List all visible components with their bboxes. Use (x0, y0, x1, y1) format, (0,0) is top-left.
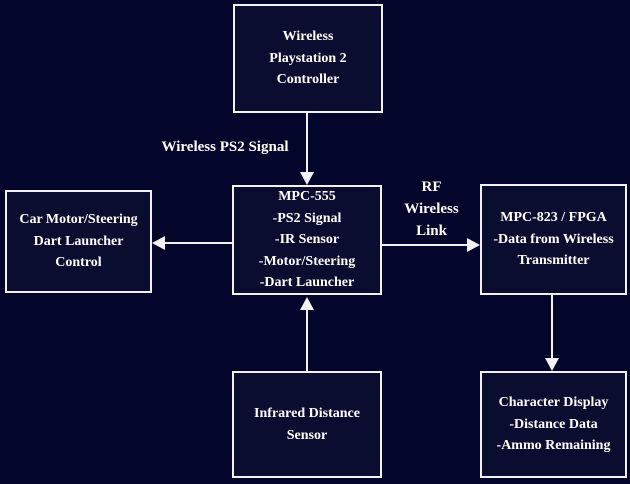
arrowhead-down-icon (300, 172, 314, 185)
arrowhead-left-icon (152, 236, 165, 250)
block-text-line: Wireless (282, 29, 334, 45)
block-text-line: Sensor (286, 427, 328, 443)
arrow-line-mpc555-to-mpc823 (381, 244, 468, 246)
edge-label-wireless-ps2-signal: Wireless PS2 Signal (161, 139, 289, 155)
arrow-line-controller-to-mpc555 (306, 113, 308, 173)
block-text-line: Transmitter (517, 253, 590, 269)
block-text-line: Controller (276, 72, 340, 88)
block-text-line: -Distance Data (509, 416, 598, 432)
arrow-line-mpc823-to-display (551, 295, 553, 358)
block-text-line: -PS2 Signal (272, 210, 342, 226)
block-infrared-distance-sensor: Infrared Distance Sensor (232, 371, 382, 478)
block-text-line: -Dart Launcher (259, 275, 355, 291)
block-mpc823-fpga: MPC-823 / FPGA -Data from Wireless Trans… (480, 184, 627, 295)
block-text-line: Infrared Distance (254, 406, 360, 421)
arrow-line-ir-sensor-to-mpc555 (306, 310, 308, 371)
edge-label-line: RF (421, 179, 442, 195)
block-text-line: Playstation 2 (269, 50, 347, 66)
block-text-line: Control (55, 255, 102, 271)
block-mpc555: MPC-555 -PS2 Signal -IR Sensor -Motor/St… (232, 185, 382, 295)
block-car-motor-steering-control: Car Motor/Steering Dart Launcher Control (5, 190, 152, 293)
block-text-line: -IR Sensor (274, 232, 340, 248)
block-text-line: Dart Launcher (33, 233, 124, 249)
block-text-line: Character Display (498, 395, 609, 411)
edge-label-rf-wireless-link: RF Wireless Link (383, 176, 480, 242)
block-text-line: -Data from Wireless (493, 231, 614, 247)
edge-label-line: Link (416, 223, 447, 239)
edge-label-line: Wireless (404, 201, 459, 217)
block-text-line: Car Motor/Steering (19, 212, 138, 228)
arrowhead-right-icon (467, 238, 480, 252)
block-text-line: -Motor/Steering (258, 253, 356, 269)
block-wireless-ps2-controller: Wireless Playstation 2 Controller (233, 4, 383, 113)
block-text-line: MPC-823 / FPGA (500, 210, 607, 226)
block-text-line: MPC-555 (278, 189, 336, 205)
arrowhead-down-icon (545, 358, 559, 371)
arrowhead-up-icon (300, 297, 314, 310)
block-character-display: Character Display -Distance Data -Ammo R… (480, 371, 627, 478)
arrow-line-mpc555-to-car-control (164, 242, 232, 244)
block-text-line: -Ammo Remaining (496, 438, 611, 454)
